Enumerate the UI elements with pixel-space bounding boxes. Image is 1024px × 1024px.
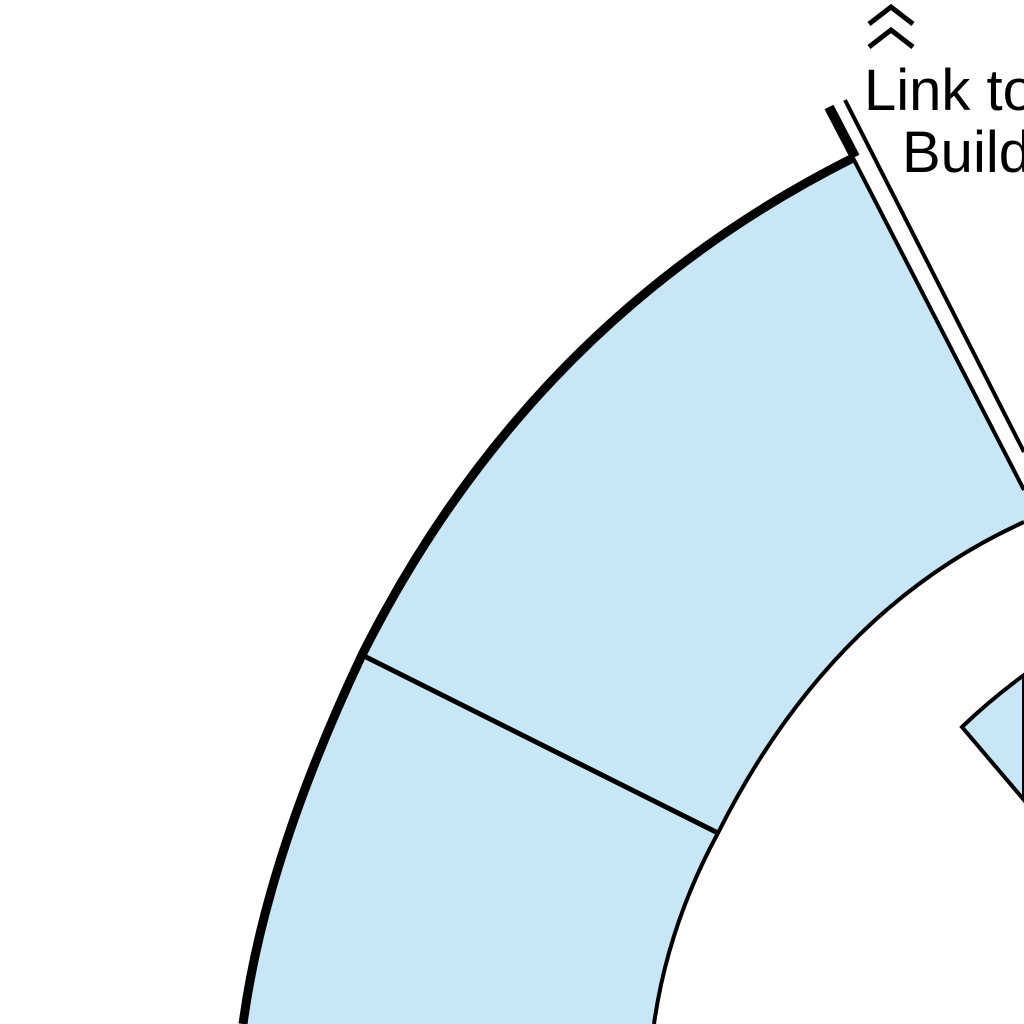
room-inner-right bbox=[959, 672, 1024, 804]
double-chevron-up-icon bbox=[867, 3, 915, 49]
outer-wall bbox=[238, 153, 856, 1024]
room-divider-wall bbox=[360, 652, 720, 836]
inner-wall bbox=[652, 520, 1024, 1024]
link-wall-inner bbox=[851, 157, 1024, 491]
outer-wall-end-cap bbox=[824, 104, 860, 160]
room-segment-lower bbox=[243, 655, 718, 1024]
link-label-line-1: Link to bbox=[864, 58, 1024, 123]
link-label-line-2: Building bbox=[902, 120, 1024, 185]
link-wall-outer bbox=[843, 99, 1024, 453]
room-segment-upper bbox=[362, 158, 1024, 833]
